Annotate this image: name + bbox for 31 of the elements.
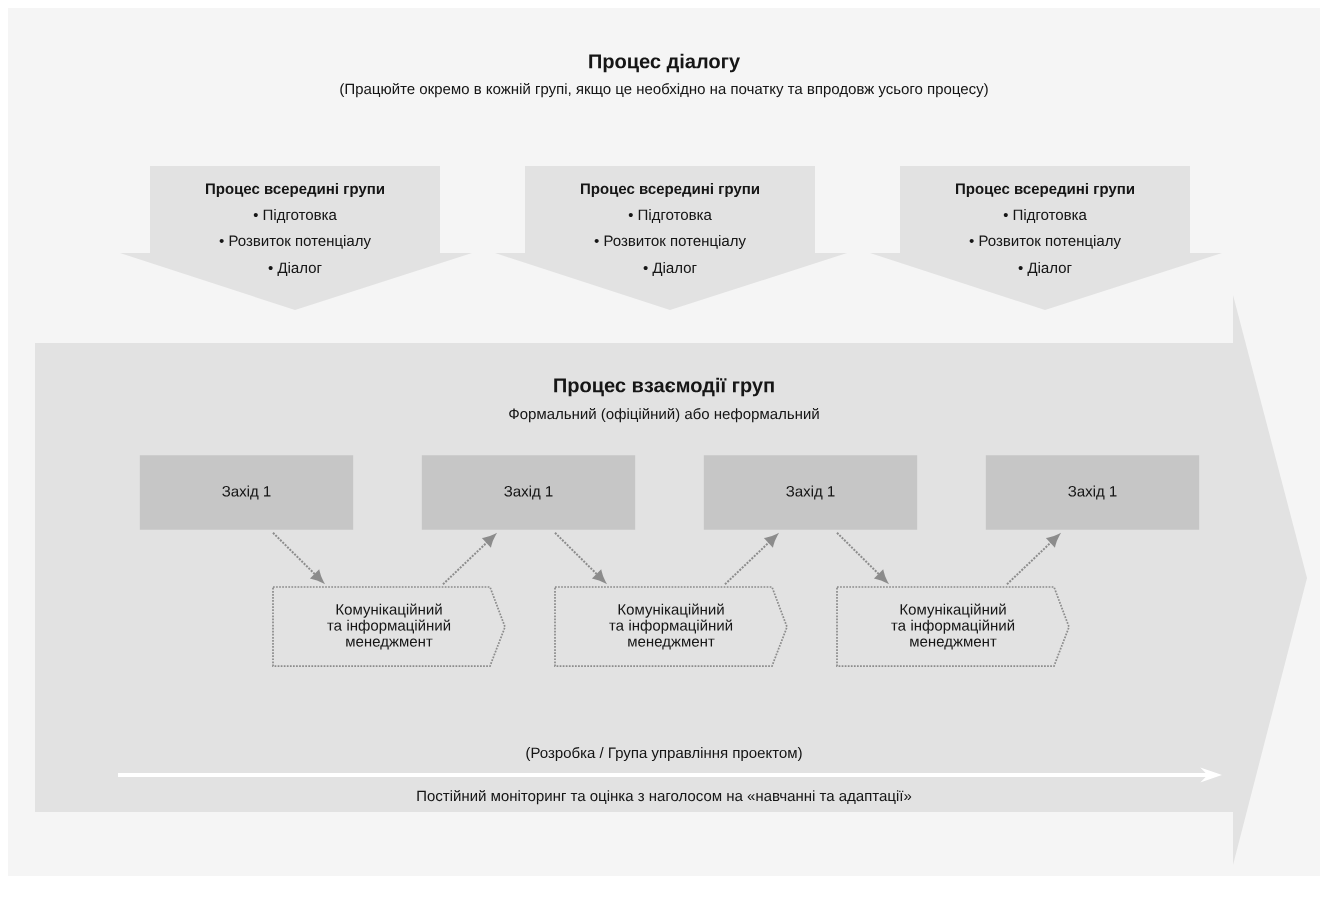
subtitle: (Працюйте окремо в кожній групі, якщо це необхідно на початку та впродовж усього процесу) bbox=[340, 82, 988, 98]
event-box: Захід 1 bbox=[139, 455, 354, 530]
bullet-item: • Діалог bbox=[268, 262, 322, 276]
bullet-item: • Розвиток потенціалу bbox=[969, 235, 1121, 249]
section-subtitle: Формальний (офіційний) або неформальний bbox=[509, 407, 819, 423]
bullet-item: • Розвиток потенціалу bbox=[594, 235, 746, 249]
arrow bbox=[836, 531, 888, 583]
bullet-item: • Підготовка bbox=[253, 209, 337, 223]
arrow bbox=[554, 531, 606, 583]
bullet-item: • Підготовка bbox=[628, 209, 712, 223]
arrow bbox=[442, 534, 496, 586]
step-pentagon: Комунікаційний та інформаційний менеджмент bbox=[272, 586, 506, 667]
arrow-heading: Процес всередині групи bbox=[206, 183, 384, 197]
arrow bbox=[1006, 534, 1060, 586]
title: Процес діалогу bbox=[589, 53, 740, 73]
monitoring-note: Постійний моніторинг та оцінка з наголосом на «навчанні та адаптації» bbox=[417, 789, 912, 805]
event-box: Захід 1 bbox=[985, 455, 1200, 530]
arrow bbox=[724, 534, 778, 586]
arrow bbox=[272, 531, 324, 583]
bullet-item: • Підготовка bbox=[1003, 209, 1087, 223]
step-pentagon: Комунікаційний та інформаційний менеджмент bbox=[836, 586, 1070, 667]
bullet-item: • Розвиток потенціалу bbox=[219, 235, 371, 249]
section-heading: Процес взаємодії груп bbox=[554, 377, 774, 397]
team-note: (Розробка / Група управління проектом) bbox=[526, 746, 802, 762]
event-box: Захід 1 bbox=[703, 455, 918, 530]
event-box: Захід 1 bbox=[421, 455, 636, 530]
arrow-heading: Процес всередині групи bbox=[956, 183, 1134, 197]
step-pentagon: Комунікаційний та інформаційний менеджмент bbox=[554, 586, 788, 667]
arrow-heading: Процес всередині групи bbox=[581, 183, 759, 197]
bullet-item: • Діалог bbox=[1018, 262, 1072, 276]
bullet-item: • Діалог bbox=[643, 262, 697, 276]
